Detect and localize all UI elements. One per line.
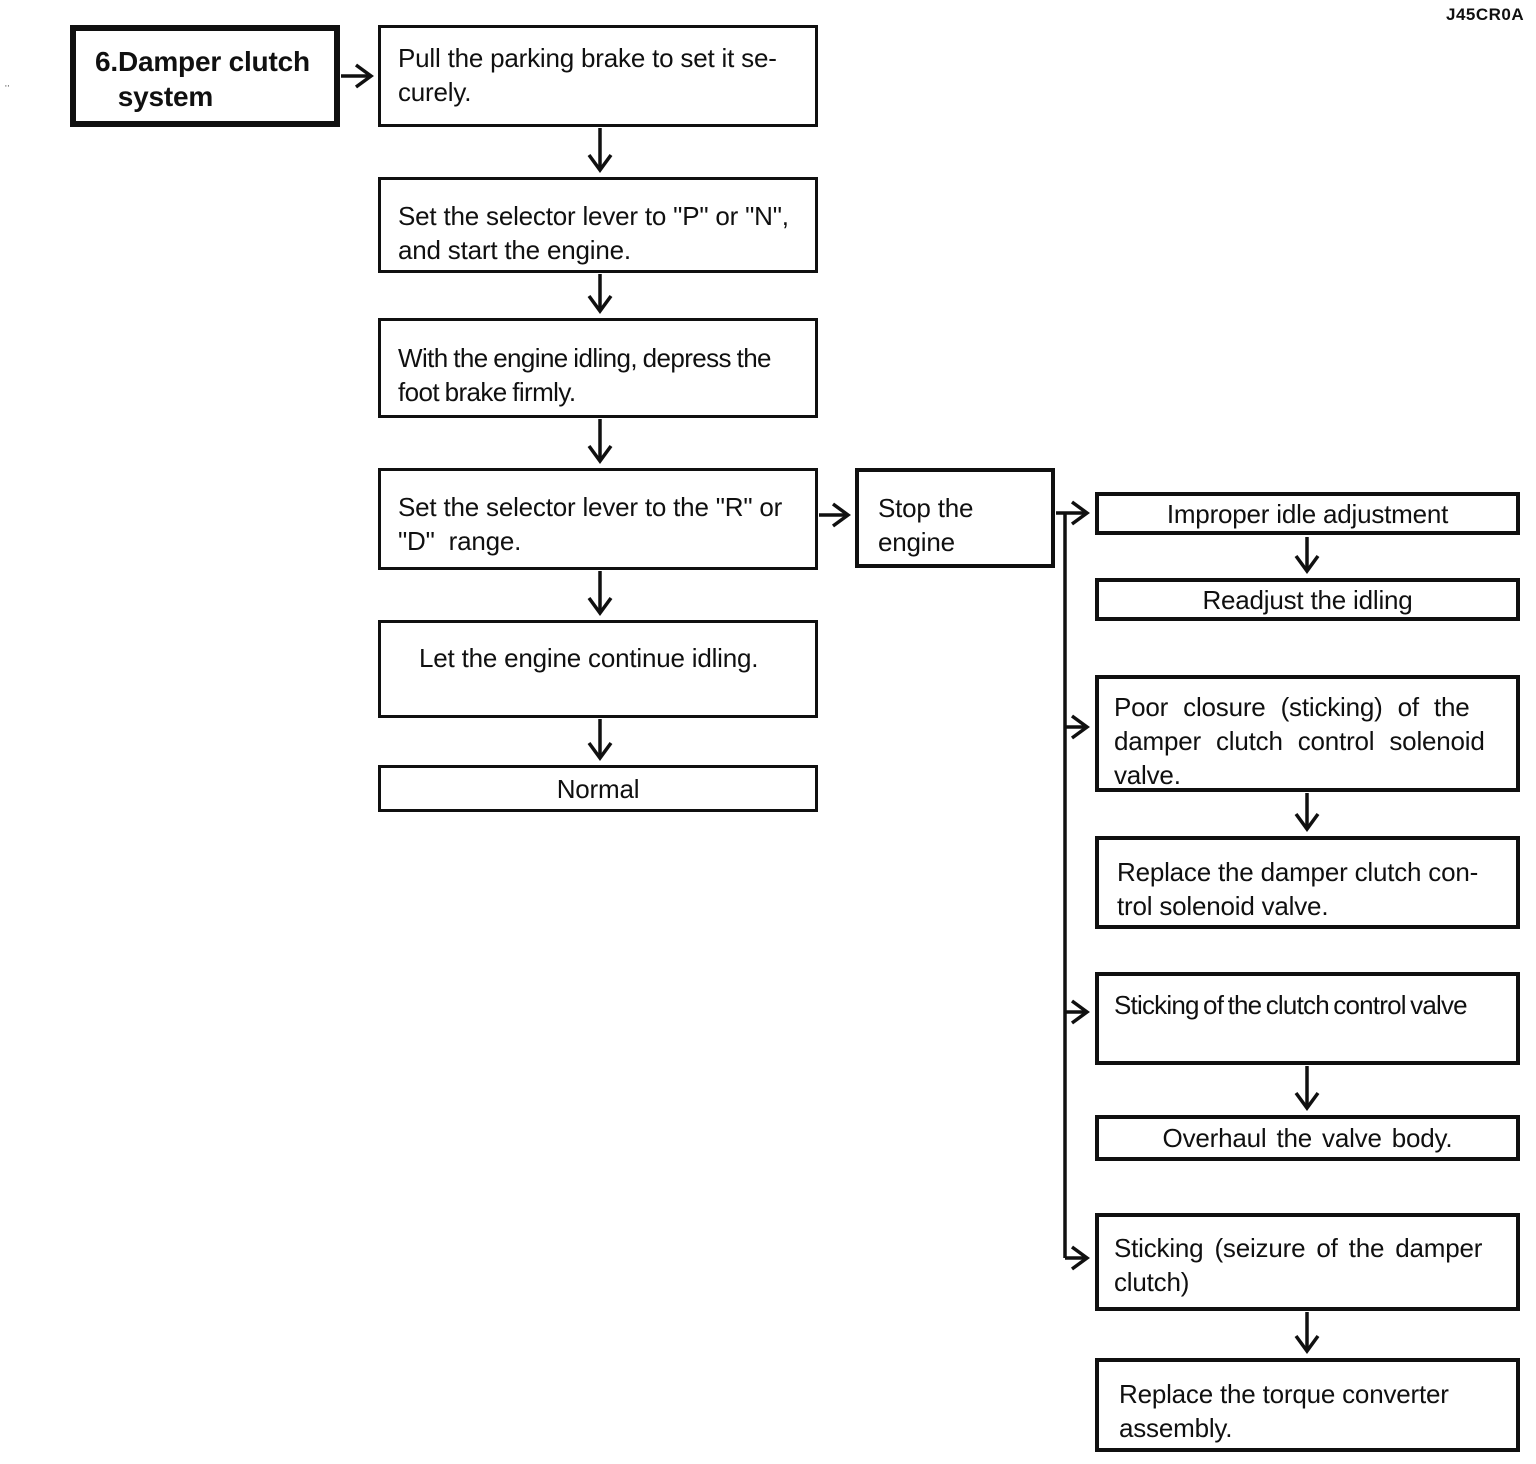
node-readjust-idling: Readjust the idling <box>1095 578 1520 621</box>
node-normal: Normal <box>378 765 818 812</box>
node-replace-torque-converter: Replace the torque converter assembly. <box>1095 1358 1520 1452</box>
node-pull-parking-brake: Pull the parking brake to set it se- cur… <box>378 25 818 127</box>
node-improper-idle-adjustment: Improper idle adjustment <box>1095 492 1520 535</box>
node-sticking-seizure-damper-clutch: Sticking (seizure of the damper clutch) <box>1095 1213 1520 1311</box>
node-stop-engine: Stop the engine <box>855 468 1055 568</box>
node-overhaul-valve-body: Overhaul the valve body. <box>1095 1115 1520 1161</box>
figure-code-label: J45CR0A <box>1446 5 1525 24</box>
node-set-lever-p-n: Set the selector lever to "P" or "N", an… <box>378 177 818 273</box>
node-poor-closure-solenoid: Poor closure (sticking) of the damper cl… <box>1095 675 1520 792</box>
node-replace-solenoid-valve: Replace the damper clutch con- trol sole… <box>1095 836 1520 929</box>
node-engine-idling-foot-brake: With the engine idling, depress the foot… <box>378 318 818 418</box>
scan-artifact-mark: ·· <box>4 80 10 92</box>
node-continue-idling: Let the engine continue idling. <box>378 620 818 718</box>
node-damper-clutch-system: 6.Damper clutch system <box>70 25 340 127</box>
node-set-lever-r-d: Set the selector lever to the "R" or "D"… <box>378 468 818 570</box>
node-sticking-clutch-control-valve: Sticking of the clutch control valve <box>1095 972 1520 1065</box>
